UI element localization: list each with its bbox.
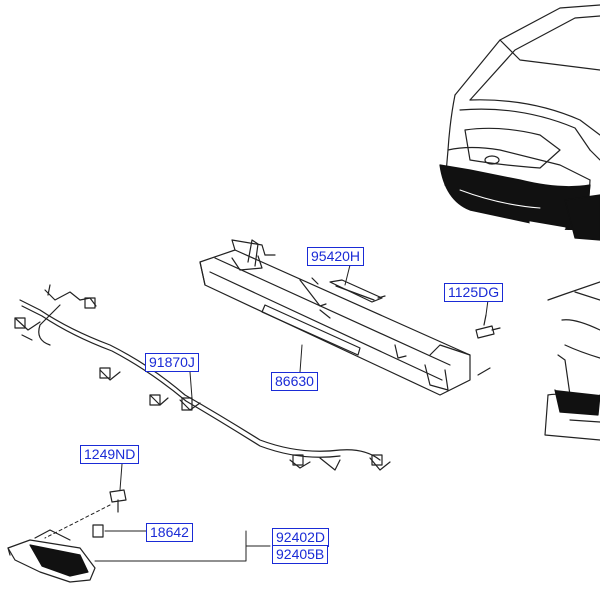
vehicle-rear-illustration [439, 4, 600, 241]
part-label-95420h[interactable]: 95420H [307, 247, 365, 266]
bolt-illustration [475, 314, 501, 339]
part-label-86630[interactable]: 86630 [271, 372, 318, 391]
reflex-lamp-illustration [7, 524, 104, 583]
part-label-91870j[interactable]: 91870J [145, 353, 199, 372]
rear-beam-assembly [199, 239, 491, 396]
part-label-1125dg[interactable]: 1125DG [444, 283, 504, 302]
leader-lines [44, 264, 489, 562]
part-label-1249nd[interactable]: 1249ND [80, 445, 140, 464]
part-label-18642[interactable]: 18642 [146, 523, 193, 542]
wiring-harness-illustration [14, 284, 391, 471]
bracket-illustration [329, 279, 386, 303]
part-label-92405b[interactable]: 92405B [272, 545, 329, 564]
bumper-side-section [544, 281, 600, 441]
part-label-92402d[interactable]: 92402D [272, 528, 330, 547]
screw-illustration [109, 489, 127, 513]
